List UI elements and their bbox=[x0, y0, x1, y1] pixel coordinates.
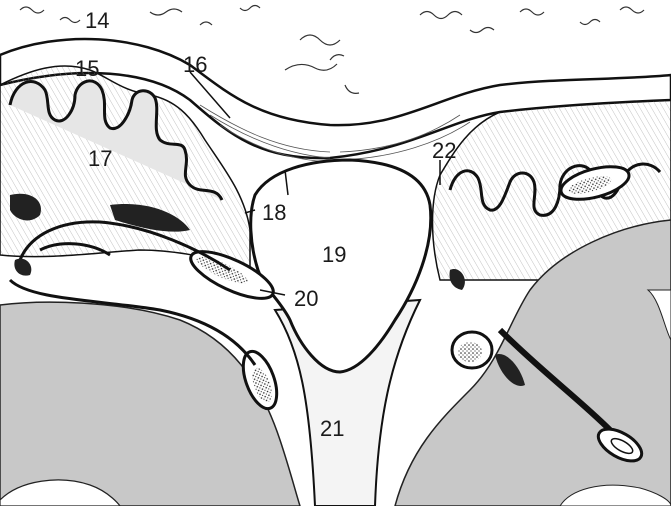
label-16: 16 bbox=[183, 52, 207, 77]
label-14: 14 bbox=[85, 8, 109, 33]
label-19: 19 bbox=[322, 242, 346, 267]
label-15: 15 bbox=[75, 56, 99, 81]
label-20: 20 bbox=[294, 286, 318, 311]
label-21: 21 bbox=[320, 416, 344, 441]
right-middle-vessel bbox=[452, 332, 492, 368]
label-18: 18 bbox=[262, 200, 286, 225]
label-22: 22 bbox=[432, 138, 456, 163]
label-17: 17 bbox=[88, 146, 112, 171]
